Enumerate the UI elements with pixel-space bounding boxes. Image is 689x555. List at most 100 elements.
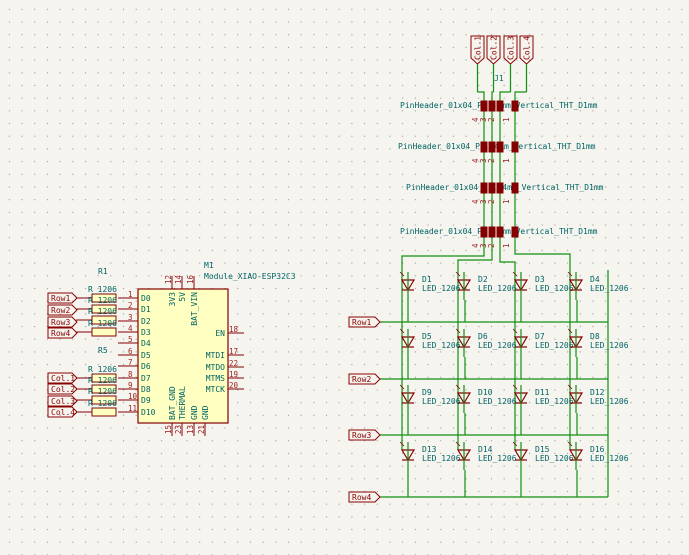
left-col-label-1[interactable]: Col.1 bbox=[47, 372, 78, 384]
col-label-4[interactable]: Col.4 bbox=[519, 35, 534, 65]
module-pin-en: EN bbox=[215, 329, 225, 338]
resistor[interactable]: R_1206 bbox=[76, 307, 117, 325]
pin-header-1[interactable]: PinHeader_01x04_P2.54mm_Vertical_THT_D1m… bbox=[400, 100, 598, 122]
led-ref: D5 bbox=[422, 332, 432, 341]
led-ref: D10 bbox=[478, 388, 493, 397]
left-col-label-3[interactable]: Col.3 bbox=[47, 395, 78, 407]
module-pin-d6: D6 bbox=[141, 362, 151, 371]
resistor[interactable]: R_1206 bbox=[76, 387, 117, 405]
module-pins: D01D12D23D34D45D56D67D78D89D910D10113V31… bbox=[118, 274, 244, 436]
header-pin-number: 2 bbox=[487, 117, 496, 122]
col-label-1-text: Col.1 bbox=[474, 36, 483, 60]
header-pin bbox=[496, 100, 504, 112]
led-ref: D13 bbox=[422, 445, 437, 454]
module-pin-mtdo: MTDO bbox=[206, 363, 225, 372]
left-row-label-4[interactable]: Row4 bbox=[47, 327, 78, 339]
led-value: LED_1206 bbox=[478, 454, 517, 463]
header-pin-number: 2 bbox=[487, 158, 496, 163]
row-label-3[interactable]: Row3 bbox=[348, 429, 381, 441]
header-pin bbox=[480, 141, 488, 153]
pin-header-3[interactable]: PinHeader_01x04_P2.54mm_Vertical_THT_D1m… bbox=[406, 182, 604, 204]
left-row-label-1[interactable]: Row1 bbox=[47, 292, 78, 304]
header-pin bbox=[480, 226, 488, 238]
module-pin-number: 4 bbox=[128, 324, 133, 333]
column-wires bbox=[401, 64, 571, 270]
row-label-2[interactable]: Row2 bbox=[348, 373, 381, 385]
module-pin-number: 7 bbox=[128, 358, 133, 367]
led-ref: D9 bbox=[422, 388, 432, 397]
module-pin-number: 13 bbox=[186, 425, 195, 434]
resistor-value: R_1206 bbox=[88, 296, 117, 305]
resistor-value: R_1206 bbox=[88, 387, 117, 396]
resistor[interactable]: R_1206 bbox=[76, 296, 117, 314]
resistor-bottom-ref: R5 bbox=[98, 346, 108, 355]
pin-header-label: PinHeader_01x04_P2.54mm_Vertical_THT_D1m… bbox=[406, 183, 604, 192]
header-pin bbox=[511, 141, 519, 153]
module-pin-d1: D1 bbox=[141, 305, 151, 314]
module-pin-number: 15 bbox=[164, 425, 173, 434]
led-arrow bbox=[567, 441, 573, 447]
resistor[interactable]: R_1206 bbox=[76, 376, 117, 394]
module-pin-d0: D0 bbox=[141, 294, 151, 303]
row-label-4[interactable]: Row4 bbox=[348, 491, 381, 503]
left-col-label-2[interactable]: Col.2 bbox=[47, 383, 78, 395]
header-pin bbox=[496, 141, 504, 153]
module-pin-number: 3 bbox=[128, 313, 133, 322]
row-label-2-text: Row2 bbox=[352, 375, 371, 384]
module-pin-5v: 5V bbox=[178, 292, 187, 302]
led-ref: D15 bbox=[535, 445, 550, 454]
pin-header-4[interactable]: PinHeader_01x04_P2.54mm_Vertical_THT_D1m… bbox=[400, 226, 598, 248]
xiao-module[interactable]: M1 Module_XIAO-ESP32C3 bbox=[137, 261, 296, 424]
row-label-3-text: Row3 bbox=[352, 431, 371, 440]
resistor[interactable]: R_1206 bbox=[76, 285, 117, 303]
col-label-3[interactable]: Col.3 bbox=[503, 35, 518, 65]
led-arrow bbox=[455, 271, 461, 277]
resistor[interactable]: R_1206 bbox=[76, 365, 117, 383]
header-pin-number: 2 bbox=[487, 199, 496, 204]
left-row-label-3[interactable]: Row3 bbox=[47, 316, 78, 328]
led-arrow bbox=[399, 328, 405, 334]
pin-header-2[interactable]: PinHeader_01x04_P2.54mm_Vertical_THT_D1m… bbox=[398, 141, 596, 163]
header-pin-number: 3 bbox=[479, 117, 488, 122]
col-label-2-text: Col.2 bbox=[490, 36, 499, 60]
module-pin-d2: D2 bbox=[141, 317, 151, 326]
module-ref: M1 bbox=[204, 261, 214, 270]
module-pin-d4: D4 bbox=[141, 339, 151, 348]
resistor[interactable]: R_1206 bbox=[76, 399, 117, 417]
left-col-label-4[interactable]: Col.4 bbox=[47, 406, 78, 418]
module-pin-number: 12 bbox=[164, 275, 173, 284]
module-pin-number: 20 bbox=[229, 381, 239, 390]
col-label-1[interactable]: Col.1 bbox=[470, 35, 485, 65]
col-label-2[interactable]: Col.2 bbox=[486, 35, 501, 65]
header-pin bbox=[496, 182, 504, 194]
led-arrow bbox=[455, 384, 461, 390]
row-label-1[interactable]: Row1 bbox=[348, 316, 381, 328]
module-pin-gnd: GND bbox=[201, 405, 210, 420]
header-pin-number: 4 bbox=[471, 243, 480, 248]
resistor[interactable]: R_1206 bbox=[76, 319, 117, 337]
left-row-label-2[interactable]: Row2 bbox=[47, 304, 78, 316]
left-row-label-text: Row2 bbox=[51, 306, 70, 315]
module-body[interactable] bbox=[137, 288, 229, 424]
led-arrow bbox=[512, 271, 518, 277]
led-value: LED_1206 bbox=[590, 341, 629, 350]
left-row-label-text: Row1 bbox=[51, 294, 70, 303]
